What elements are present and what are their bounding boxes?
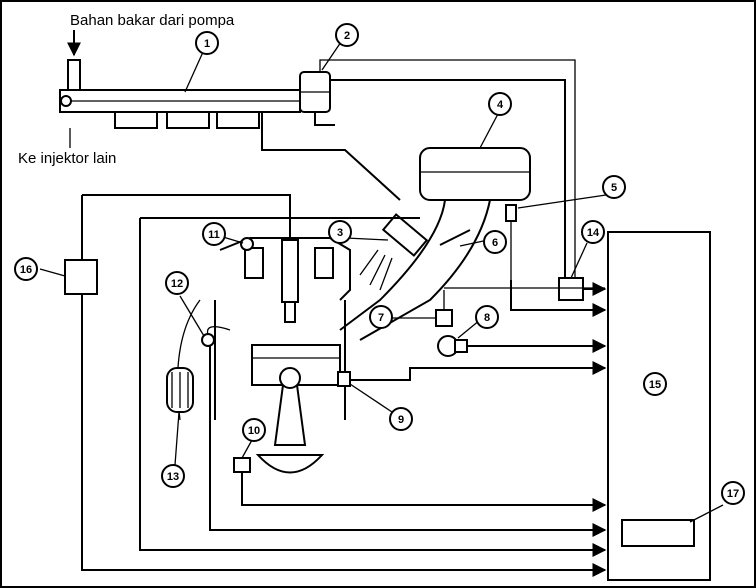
svg-text:3: 3 [337, 227, 343, 239]
callout-9: 9 [389, 407, 413, 431]
callout-14: 14 [581, 220, 605, 244]
signal-wire-9 [348, 361, 607, 381]
throttle-body [439, 229, 471, 246]
callout-leaders [39, 41, 724, 523]
svg-text:15: 15 [649, 379, 661, 391]
signal-wire-16 [81, 195, 607, 577]
callout-10: 10 [242, 418, 266, 442]
callout-7: 7 [369, 305, 393, 329]
to-other-injectors-label: Ke injektor lain [18, 150, 116, 167]
svg-text:17: 17 [727, 488, 739, 500]
svg-text:13: 13 [167, 471, 179, 483]
air-temp-sensor [505, 204, 517, 222]
ecu-box [607, 231, 711, 581]
idle-control-valve [437, 335, 468, 357]
fuel-from-pump-label: Bahan bakar dari pompa [70, 12, 235, 29]
signal-wire-11 [139, 218, 607, 557]
fuel-inlet-pipe [67, 59, 81, 93]
callout-5: 5 [602, 175, 626, 199]
svg-text:9: 9 [398, 414, 404, 426]
airflow-meter [558, 277, 584, 301]
callout-16: 16 [14, 257, 38, 281]
signal-wire-5 [510, 280, 607, 317]
ignition-wire [82, 194, 291, 240]
callout-12: 12 [165, 271, 189, 295]
svg-text:10: 10 [248, 425, 260, 437]
callout-8: 8 [475, 305, 499, 329]
injector-feed-line [261, 112, 401, 201]
callout-15: 15 [643, 372, 667, 396]
oxygen-sensor [201, 333, 215, 347]
ignition-module [64, 259, 98, 295]
svg-text:7: 7 [378, 312, 384, 324]
fuel-injector [359, 213, 429, 291]
fuel-rail [59, 89, 301, 129]
callout-17: 17 [721, 481, 745, 505]
callout-13: 13 [161, 464, 185, 488]
cam-position-sensor [240, 237, 254, 251]
callout-2: 2 [335, 23, 359, 47]
idle-air-sensor [435, 309, 453, 327]
catalytic-converter [166, 367, 194, 413]
svg-text:14: 14 [587, 227, 600, 239]
svg-text:11: 11 [208, 229, 220, 241]
svg-text:16: 16 [20, 264, 32, 276]
callout-1: 1 [195, 31, 219, 55]
coolant-temp-sensor [337, 371, 351, 387]
ecu-module [621, 519, 695, 547]
return-line [319, 59, 576, 278]
regulator-vacuum-line [330, 79, 566, 280]
crank-position-sensor [233, 457, 251, 473]
intake-plenum [339, 147, 531, 341]
signal-wire-12 [209, 345, 607, 537]
svg-text:12: 12 [171, 278, 183, 290]
callout-6: 6 [483, 230, 507, 254]
signal-wire-10 [241, 470, 607, 512]
svg-text:2: 2 [344, 30, 350, 42]
callout-4: 4 [488, 92, 512, 116]
svg-text:8: 8 [484, 312, 490, 324]
callout-3: 3 [328, 220, 352, 244]
svg-text:6: 6 [492, 237, 498, 249]
fuel-pressure-regulator [299, 71, 335, 126]
svg-text:5: 5 [611, 182, 617, 194]
callout-11: 11 [202, 222, 226, 246]
svg-text:4: 4 [497, 99, 504, 111]
engine-block [176, 237, 351, 474]
svg-text:1: 1 [204, 38, 210, 50]
